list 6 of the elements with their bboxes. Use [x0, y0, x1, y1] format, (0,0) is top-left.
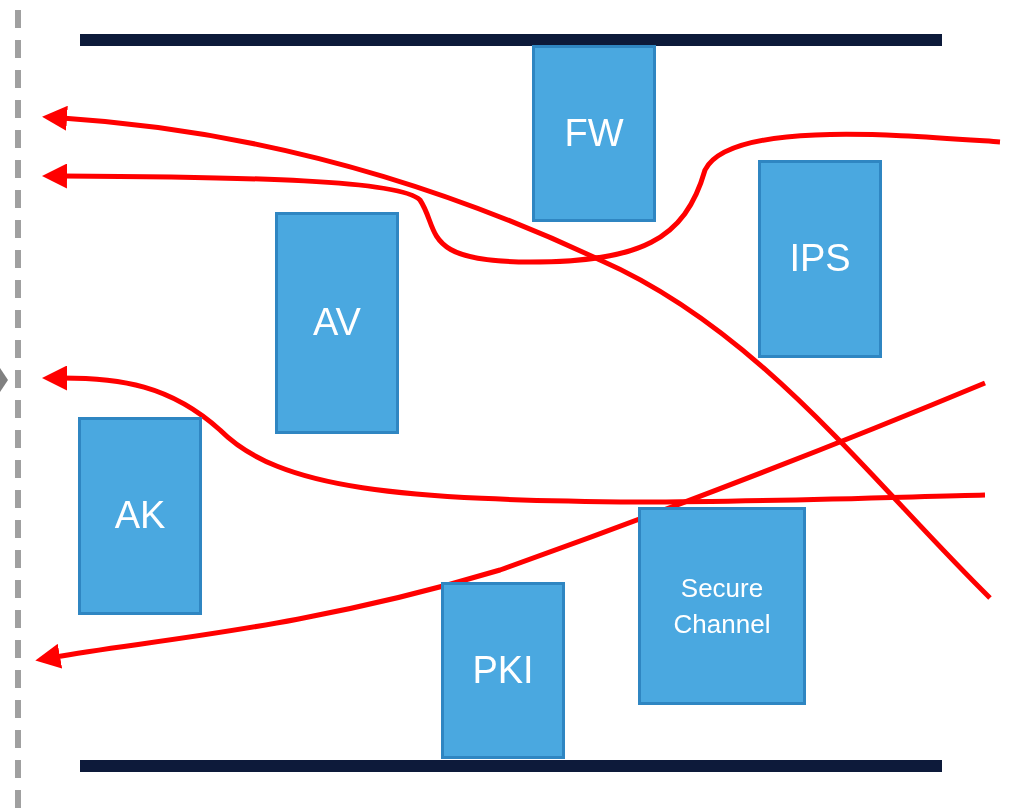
security-block: AV [275, 212, 399, 434]
security-block: Secure Channel [638, 507, 806, 705]
security-block: PKI [441, 582, 565, 759]
security-block: FW [532, 45, 656, 222]
security-block: IPS [758, 160, 882, 358]
security-block: AK [78, 417, 202, 615]
